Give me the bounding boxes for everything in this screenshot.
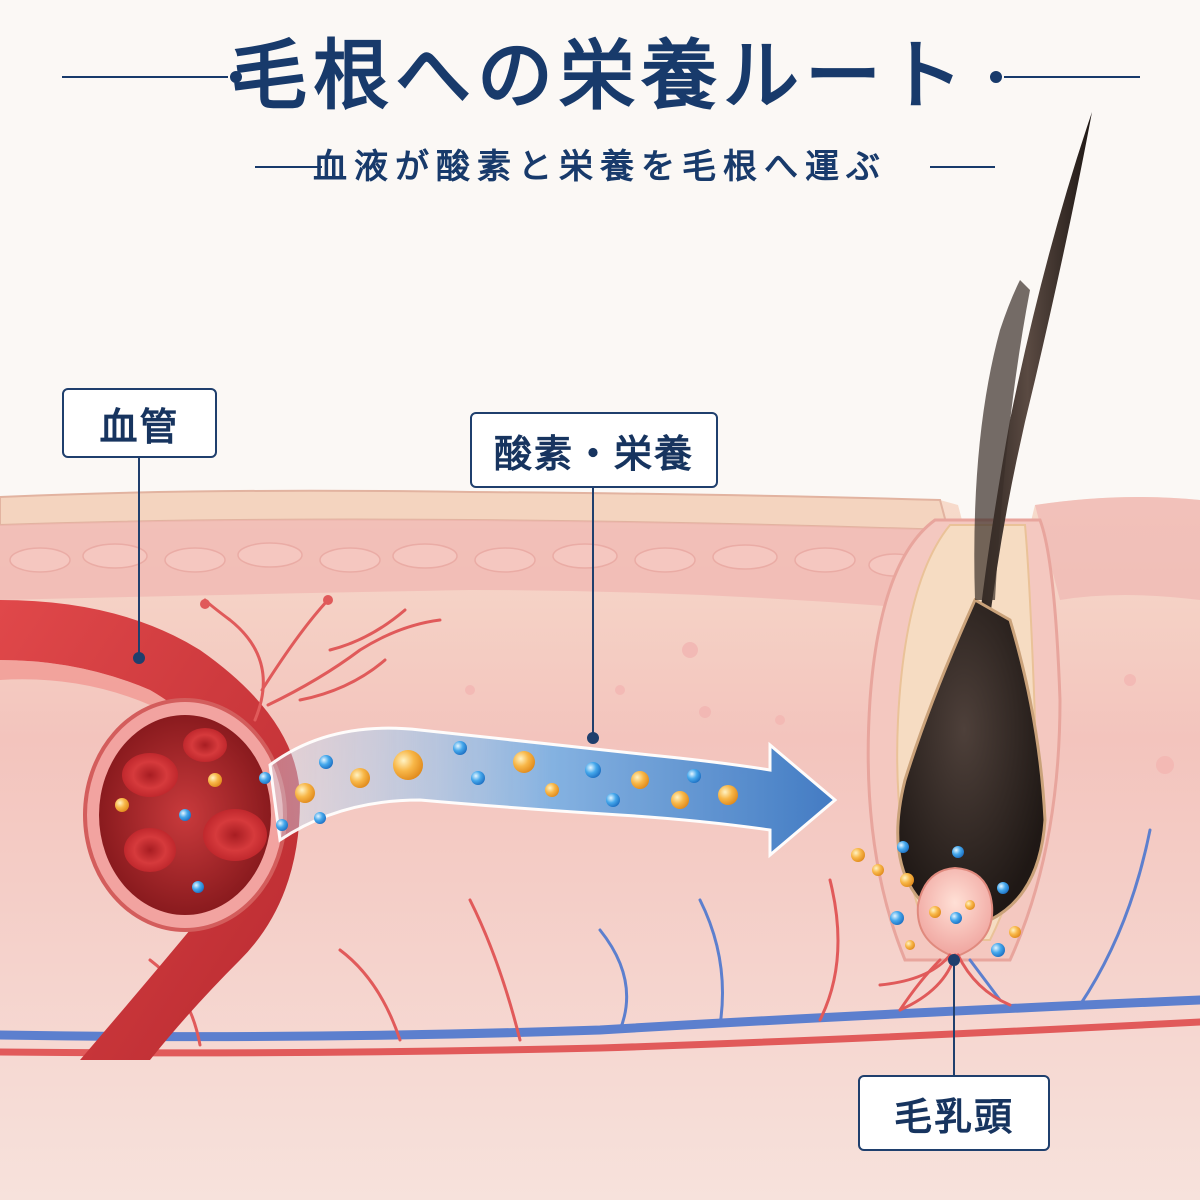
label-blood-vessel: 血管: [62, 388, 217, 458]
label-dermal-papilla: 毛乳頭: [858, 1075, 1050, 1151]
page-title: 毛根への栄養ルート: [231, 31, 969, 120]
follicle-particles: [851, 841, 1021, 957]
leader-lines: [133, 458, 960, 1075]
label-oxygen-nutrients: 酸素・栄養: [470, 412, 718, 488]
hair-shaft: [975, 112, 1092, 660]
page-subtitle: 血液が酸素と栄養を毛根へ運ぶ: [313, 147, 887, 187]
nutrient-particles: [115, 741, 738, 893]
dermal-papilla: [916, 866, 994, 956]
blood-vein-network: [0, 828, 1200, 1057]
title-ornament: [62, 71, 1140, 168]
